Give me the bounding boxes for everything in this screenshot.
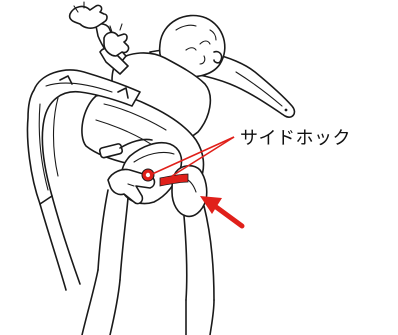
adult-arms <box>40 196 120 335</box>
adult-left-hand <box>98 169 155 280</box>
adult-right-hand <box>172 166 214 335</box>
red-arrow-icon <box>200 196 242 226</box>
callout-label-side-hook: サイドホック <box>240 124 351 150</box>
